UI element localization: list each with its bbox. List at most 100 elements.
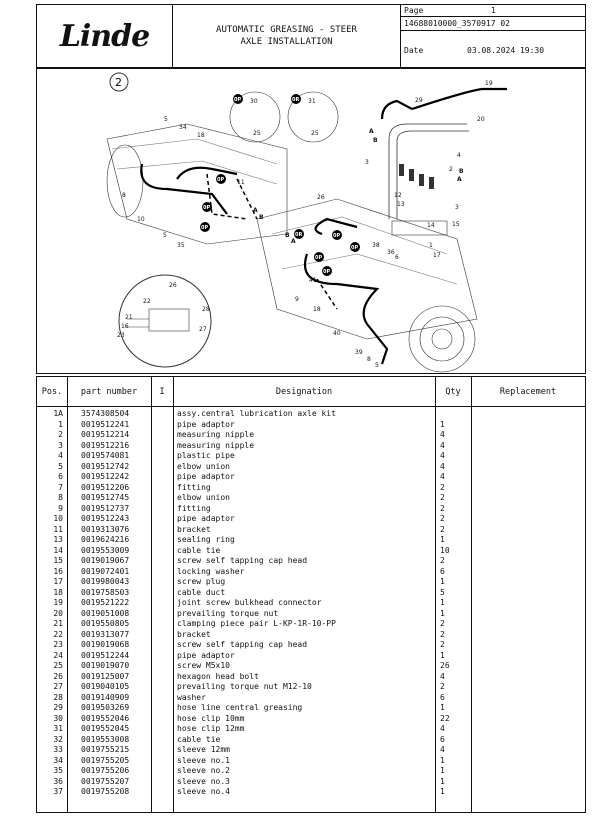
cylinder-detail <box>148 308 190 332</box>
row-designation: measuring nipple <box>177 440 255 450</box>
row-pos: 33 <box>53 745 63 754</box>
view-number: 2 <box>115 76 122 89</box>
row-designation: hose line central greasing <box>177 703 303 712</box>
parts-table: Pos. part number I Designation Qty Repla… <box>36 376 586 813</box>
row-qty: 2 <box>440 524 445 534</box>
row-pos: 17 <box>53 577 63 586</box>
svg-text:0P: 0P <box>203 205 210 211</box>
position-markers: 0P 0R 0P 0P 0P 0R 0P 0P 0P 0P <box>200 94 360 276</box>
row-qty: 2 <box>440 619 445 628</box>
svg-text:36: 36 <box>387 249 395 256</box>
svg-text:40: 40 <box>333 330 341 337</box>
exploded-drawing: 0P 0R 0P 0P 0P 0R 0P 0P 0P 0P 2 5 34 18 … <box>36 68 586 374</box>
row-designation: cable tie <box>177 545 221 555</box>
row-designation: bracket <box>177 524 211 534</box>
row-part-number: 0019755215 <box>81 745 130 754</box>
svg-text:A: A <box>291 238 296 245</box>
row-pos: 36 <box>53 776 63 786</box>
row-designation: sleeve 12mm <box>177 745 230 754</box>
svg-text:0P: 0P <box>323 269 330 275</box>
svg-text:0P: 0P <box>333 233 340 239</box>
row-qty: 2 <box>440 503 445 513</box>
row-pos: 26 <box>53 671 63 681</box>
row-qty: 2 <box>440 629 445 639</box>
row-qty: 1 <box>440 650 445 660</box>
row-qty: 1 <box>440 703 445 712</box>
header-designation: Designation <box>275 387 333 397</box>
svg-text:17: 17 <box>433 252 441 259</box>
distributor-block <box>391 220 448 236</box>
row-qty: 6 <box>440 692 445 702</box>
date-value: 03.08.2024 19:30 <box>467 46 545 55</box>
row-qty: 5 <box>440 587 445 597</box>
svg-text:2: 2 <box>449 166 453 173</box>
row-part-number: 0019755207 <box>81 776 130 786</box>
row-pos: 1A <box>53 409 63 418</box>
row-designation: sleeve no.1 <box>177 755 230 765</box>
row-pos: 14 <box>53 545 63 555</box>
grease-supply-line <box>411 87 507 111</box>
row-pos: 1 <box>58 419 63 429</box>
row-designation: plastic pipe <box>177 451 235 460</box>
svg-text:6: 6 <box>395 254 399 261</box>
svg-text:21: 21 <box>125 314 133 321</box>
row-qty: 2 <box>440 640 445 649</box>
page-label: Page <box>404 6 424 15</box>
row-part-number: 0019521222 <box>81 598 130 607</box>
row-qty: 2 <box>440 482 445 492</box>
row-designation: cable duct <box>177 587 226 597</box>
header-part-number: part number <box>80 387 138 397</box>
row-designation: screw M5x10 <box>177 661 230 670</box>
row-designation: elbow union <box>177 461 230 471</box>
svg-text:25: 25 <box>253 130 261 137</box>
row-pos: 21 <box>53 619 63 628</box>
row-qty: 4 <box>440 472 445 481</box>
grease-line-left <box>140 163 228 215</box>
svg-text:34: 34 <box>179 124 187 131</box>
grease-lines <box>140 87 507 365</box>
svg-text:18: 18 <box>197 132 205 139</box>
row-designation: cable tie <box>177 734 221 744</box>
row-qty: 1 <box>440 766 445 775</box>
row-designation: prevailing torque nut <box>177 608 279 618</box>
row-part-number: 0019125007 <box>81 671 130 681</box>
view-number-circle <box>109 72 129 92</box>
row-part-number: 0019512243 <box>81 514 130 523</box>
svg-text:11: 11 <box>237 179 245 186</box>
row-designation: pipe adaptor <box>177 650 235 660</box>
row-part-number: 0019512216 <box>81 440 130 450</box>
row-part-number: 0019512244 <box>81 650 130 660</box>
row-pos: 22 <box>53 629 63 639</box>
row-designation: sleeve no.3 <box>177 776 230 786</box>
svg-text:12: 12 <box>394 192 402 199</box>
row-pos: 6 <box>58 472 63 481</box>
svg-text:B: B <box>373 137 378 144</box>
svg-text:15: 15 <box>452 221 460 228</box>
row-part-number: 0019512206 <box>81 482 130 492</box>
svg-text:8: 8 <box>122 192 126 199</box>
row-qty: 2 <box>440 493 445 502</box>
svg-text:22: 22 <box>143 298 151 305</box>
row-pos: 5 <box>58 461 63 471</box>
header-qty: Qty <box>445 387 461 397</box>
header-replacement: Replacement <box>499 387 557 397</box>
header-pos: Pos. <box>41 387 63 397</box>
row-designation: screw plug <box>177 577 226 586</box>
row-designation: locking washer <box>177 566 245 576</box>
row-qty: 4 <box>440 440 445 450</box>
